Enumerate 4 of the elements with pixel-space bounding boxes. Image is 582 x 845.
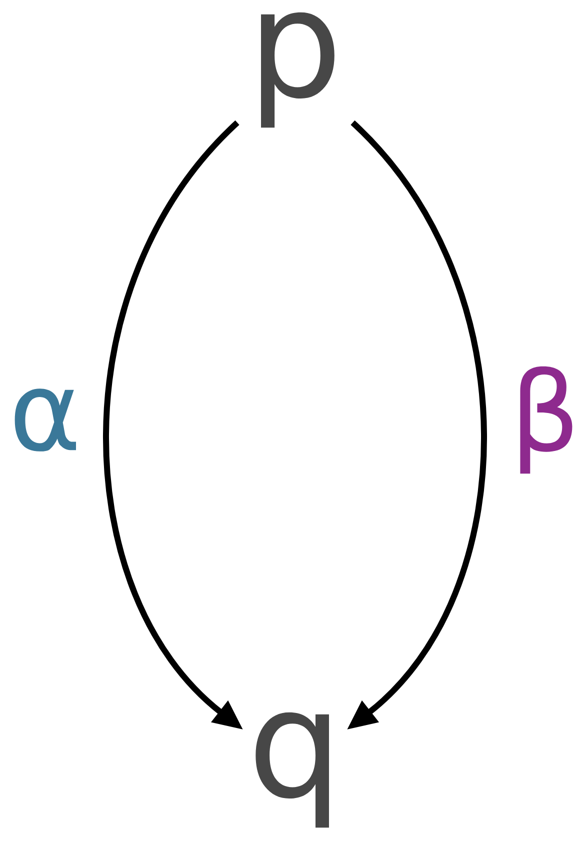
node-letter: q <box>256 712 329 828</box>
node-letter: p <box>261 12 334 128</box>
edge-label: α <box>14 388 76 452</box>
edge-label: β <box>520 366 572 474</box>
